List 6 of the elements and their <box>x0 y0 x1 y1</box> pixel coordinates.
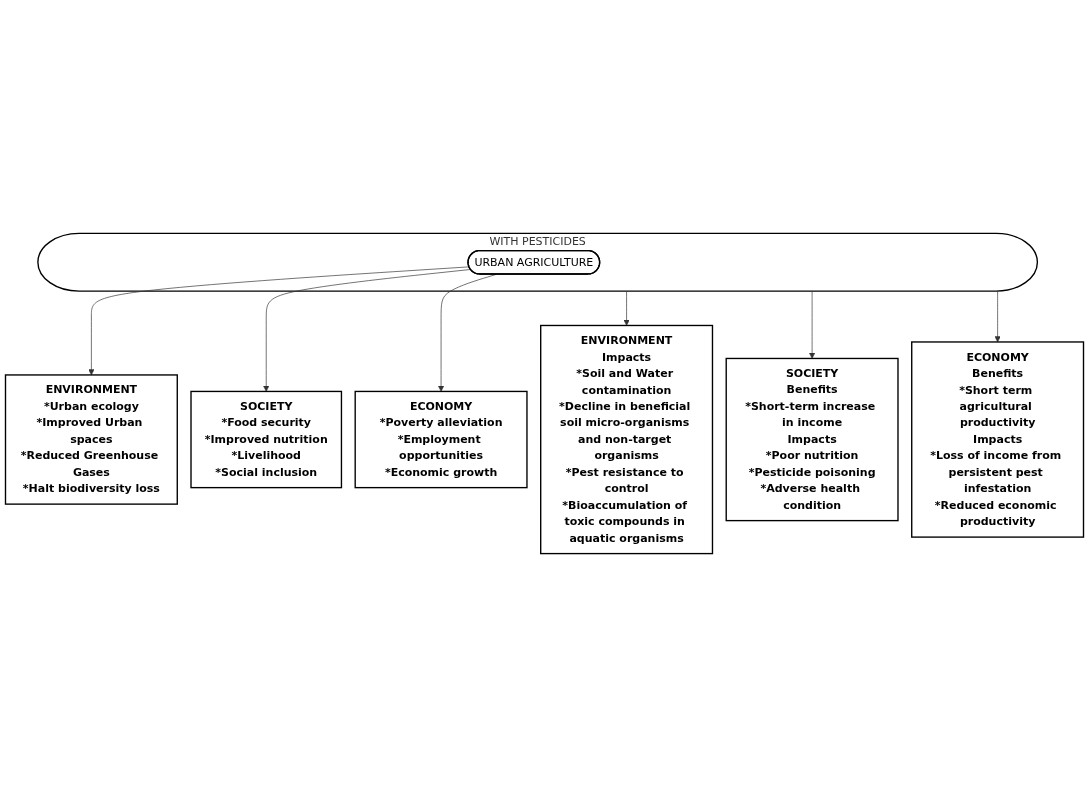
node-box: SOCIETY Benefits *Short-term increase in income Impacts *Poor nutrition *Pesticide poisoning *Adverse health condition <box>725 357 899 522</box>
node-box: ECONOMY Benefits *Short term agricultural productivity Impacts *Loss of income from persistent pest infestation *Reduced economic productivity <box>911 341 1085 538</box>
node-box: SOCIETY *Food security *Improved nutrition *Livelihood *Social inclusion <box>190 390 343 489</box>
node-box: ECONOMY *Poverty alleviation *Employment opportunities *Economic growth <box>354 390 528 489</box>
node-box: ENVIRONMENT Impacts *Soil and Water contamination *Decline in beneficial soil micro-organisms and non-target organisms *Pest resistance to control *Bioaccumulation of toxic compounds in aquatic organisms <box>540 324 714 555</box>
node-box: ENVIRONMENT *Urban ecology *Improved Urban spaces *Reduced Greenhouse Gases *Halt biodiversity loss <box>4 374 178 505</box>
